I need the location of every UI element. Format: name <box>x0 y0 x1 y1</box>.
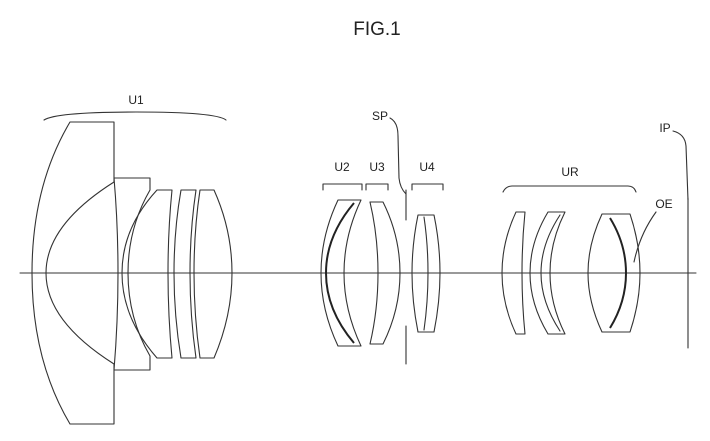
sp-leader-line <box>389 117 407 195</box>
lens-ur-third <box>587 213 641 333</box>
lens-u4 <box>411 214 441 333</box>
ip-leader-line <box>672 130 689 201</box>
lens-u3 <box>369 201 401 345</box>
lens-u1-fifth <box>193 189 233 359</box>
lens-ur-second <box>529 211 566 335</box>
lens-u2-cemented-surface <box>324 202 355 344</box>
u2-bracket <box>322 183 363 191</box>
lens-u1-third <box>121 189 173 359</box>
u3-bracket <box>365 183 389 191</box>
ur-label: UR <box>561 165 579 179</box>
lens-u1-front-meniscus <box>31 121 115 425</box>
lens-ur-first <box>501 211 526 335</box>
u4-bracket <box>411 183 444 191</box>
oe-leader-line <box>633 211 657 263</box>
ur-brace <box>502 185 637 193</box>
lens-ur-third-cemented-surface <box>609 217 628 329</box>
u4-label: U4 <box>419 160 435 174</box>
sp-label: SP <box>372 109 388 123</box>
lens-ur-second-cemented-surface <box>540 214 561 332</box>
u1-label: U1 <box>128 93 144 107</box>
lens-u2 <box>320 199 362 347</box>
figure-title: FIG.1 <box>353 19 401 40</box>
u3-label: U3 <box>369 160 385 174</box>
lens-u1-second <box>113 177 151 371</box>
u2-label: U2 <box>334 160 350 174</box>
u1-brace <box>43 111 227 121</box>
lens-u4-cemented-surface <box>423 216 429 331</box>
ip-label: IP <box>659 121 670 135</box>
oe-label: OE <box>655 197 672 211</box>
lens-u1-fourth <box>173 189 197 359</box>
